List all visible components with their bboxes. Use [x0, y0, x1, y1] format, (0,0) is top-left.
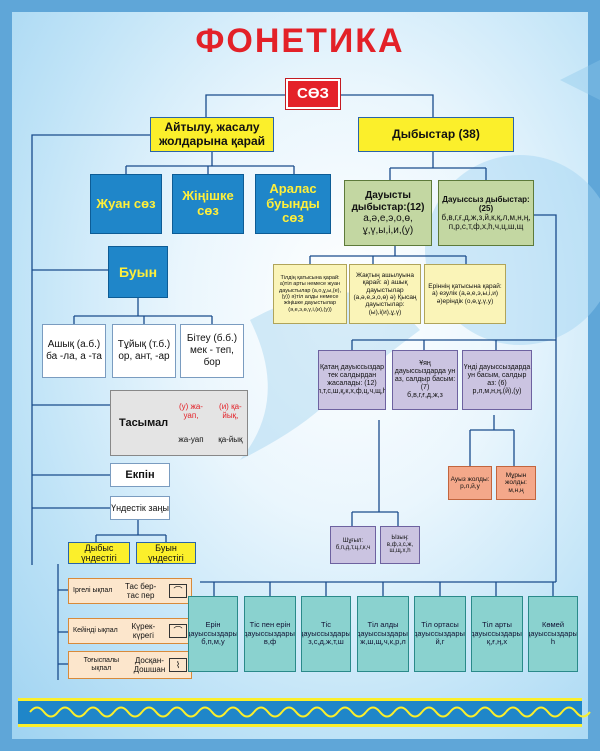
harmony-mutual-label: Тоғыспалы ықпал [83, 656, 120, 672]
cons-sonorant-label: Үнді дауыссыздарда ун басым, салдыр аз: … [463, 363, 531, 387]
vowels-box: Дауысты дыбыстар:(12) а,ә,е,э,о,ө, ұ,ү,ы… [344, 180, 432, 246]
artic-dental: Тіс дауыссыздары: з,с,д,ж,т,ш [301, 596, 351, 672]
syllable-closed: Тұйық (т.б.) ор, ант, -ар [112, 324, 176, 378]
harmony-law-box: Үндестік заңы [110, 496, 170, 520]
tasymal-example-4: қа-йық [218, 434, 243, 444]
tasymal-label: Тасымал [119, 416, 169, 429]
artic-back-list: қ,ғ,ң,х [486, 637, 508, 647]
artic-labial-label: Ерін дауыссыздары: [188, 620, 238, 638]
cons-fricative-list: в,ф,з,с,ж, ш,щ,х,h [386, 541, 414, 555]
cons-stop-list: б,п,д,т,ц,г,к,ч [335, 545, 371, 551]
wave-icon: ⌒ [168, 584, 187, 598]
vowel-sub-jaw: Жақтың ашылуына қарай: а) ашық дауыстыла… [349, 264, 421, 324]
cons-voiced-list: б,в,г,ғ,д,ж,з [407, 392, 443, 400]
syllable-box: Буын [108, 246, 168, 298]
oral-box: Ауыз жолды: р,л,й,у [448, 466, 492, 500]
artic-glottal-label: Көмей дауыссыздары: [528, 620, 578, 638]
artic-back: Тіл арты дауыссыздары: қ,ғ,ң,х [471, 596, 523, 672]
poster-title: ФОНЕТИКА [195, 22, 405, 60]
vowels-label: Дауысты дыбыстар:(12) [351, 190, 425, 213]
artic-middle-list: й,г [435, 637, 445, 647]
cons-sonorant-list: р,л,м,н,ң,(й),(у) [472, 388, 522, 396]
vowels-list: а,ә,е,э,о,ө, ұ,ү,ы,і,и,(у) [362, 213, 414, 236]
harmony-progressive-example: Тас бер- тас пер [125, 581, 157, 600]
nasal-box: Мұрын жолды: м,н,ң [496, 466, 536, 500]
artic-glottal-list: h [550, 637, 556, 647]
syllable-harmony-box: Буын үндестігі [136, 542, 196, 564]
consonants-box: Дауыссыз дыбыстар:(25) б,в,г,ғ,д,ж,з,й,к… [438, 180, 534, 246]
tasymal-box: Тасымал (у) жа-уап, жа-уап (и) қа-йық, қ… [110, 390, 248, 456]
cons-voiceless: Қатаң дауыссыздар тек салдырдан жасалады… [318, 350, 386, 410]
artic-front: Тіл алды дауыссыздары: ж,ш,щ,ч,к,р,л [357, 596, 409, 672]
nasal-list: м,н,ң [508, 486, 524, 494]
branch-pronunciation-box: Айтылу, жасалу жолдарына қарай [150, 117, 274, 152]
artic-labiodental-label: Тіс пен ерін дауыссыздары: [244, 620, 296, 638]
branch-sounds-box: Дыбыстар (38) [358, 117, 514, 152]
oral-label: Ауыз жолды: [450, 475, 490, 483]
cons-stop-label: Шұғыл: [342, 538, 364, 545]
artic-dental-list: з,с,д,ж,т,ш [308, 637, 344, 647]
oral-list: р,л,й,у [460, 483, 480, 490]
cons-fricative-label: Ызың: [391, 534, 409, 541]
syllable-open: Ашық (а.б.) ба -ла, а -та [42, 324, 106, 378]
root-word-box: СӨЗ [286, 79, 340, 109]
consonants-label: Дауыссыз дыбыстар:(25) [442, 194, 530, 213]
word-type-thin: Жіңішке сөз [172, 174, 244, 234]
harmony-regressive: Кейінді ықпал Күрек- күрегі ⌒ [68, 618, 192, 644]
wave-icon: ⌒ [169, 624, 187, 638]
word-type-thick: Жуан сөз [90, 174, 162, 234]
artic-middle-label: Тіл ортасы дауыссыздары: [414, 620, 466, 638]
tasymal-example-3: жа-уап [178, 434, 204, 444]
vowel-sub-tongue: Тілдің қатысына қарай: а)тіл арты немесе… [273, 264, 347, 324]
cons-voiceless-label: Қатаң дауыссыздар тек салдырдан жасалады… [319, 363, 385, 387]
harmony-progressive-label: Іргелі ықпал [73, 586, 113, 594]
artic-middle: Тіл ортасы дауыссыздары: й,г [414, 596, 466, 672]
harmony-regressive-example: Күрек- күрегі [131, 621, 156, 640]
cons-voiceless-list: п,т,с,ш,қ,к,х,ф,ц,ч,щ,h [318, 388, 386, 396]
artic-front-list: ж,ш,щ,ч,к,р,л [360, 637, 406, 647]
sound-harmony-box: Дыбыс үндестігі [68, 542, 130, 564]
stress-box: Екпін [110, 463, 170, 487]
artic-glottal: Көмей дауыссыздары: h [528, 596, 578, 672]
cons-fricative: Ызың: в,ф,з,с,ж, ш,щ,х,h [380, 526, 420, 564]
artic-labiodental: Тіс пен ерін дауыссыздары: в,ф [244, 596, 296, 672]
consonants-list: б,в,г,ғ,д,ж,з,й,к,қ,л,м,н,ң, п,р,с,т,ф,х… [441, 213, 531, 232]
artic-labial-list: б,п,м,у [201, 637, 225, 647]
syllable-blocked: Бітеу (б.б.) мек - теп, бор [180, 324, 244, 378]
artic-labiodental-list: в,ф [263, 637, 277, 647]
harmony-progressive: Іргелі ықпал Тас бер- тас пер ⌒ [68, 578, 192, 604]
harmony-mutual: Тоғыспалы ықпал Досқан- Дошшан ⌇ [68, 651, 192, 679]
word-type-mixed: Аралас буынды сөз [255, 174, 331, 234]
vowel-sub-lips: Еріннің қатысына қарай: а) езулік (а,ә,е… [424, 264, 506, 324]
artic-back-label: Тіл арты дауыссыздары: [471, 620, 523, 638]
cons-stop: Шұғыл: б,п,д,т,ц,г,к,ч [330, 526, 376, 564]
tasymal-example-2: (и) қа-йық, [219, 402, 242, 421]
artic-dental-label: Тіс дауыссыздары: [301, 620, 351, 638]
artic-labial: Ерін дауыссыздары: б,п,м,у [188, 596, 238, 672]
wave-icon: ⌇ [169, 658, 187, 672]
artic-front-label: Тіл алды дауыссыздары: [357, 620, 409, 638]
harmony-regressive-label: Кейінді ықпал [73, 626, 118, 634]
harmony-mutual-example: Досқан- Дошшан [133, 655, 166, 674]
nasal-label: Мұрын жолды: [505, 471, 527, 487]
cons-voiced-label: Ұяң дауыссыздарда ун аз, салдыр басым: (… [394, 359, 456, 392]
tasymal-example-1: (у) жа-уап, [178, 402, 203, 421]
cons-voiced: Ұяң дауыссыздарда ун аз, салдыр басым: (… [392, 350, 458, 410]
cons-sonorant: Үнді дауыссыздарда ун басым, салдыр аз: … [462, 350, 532, 410]
